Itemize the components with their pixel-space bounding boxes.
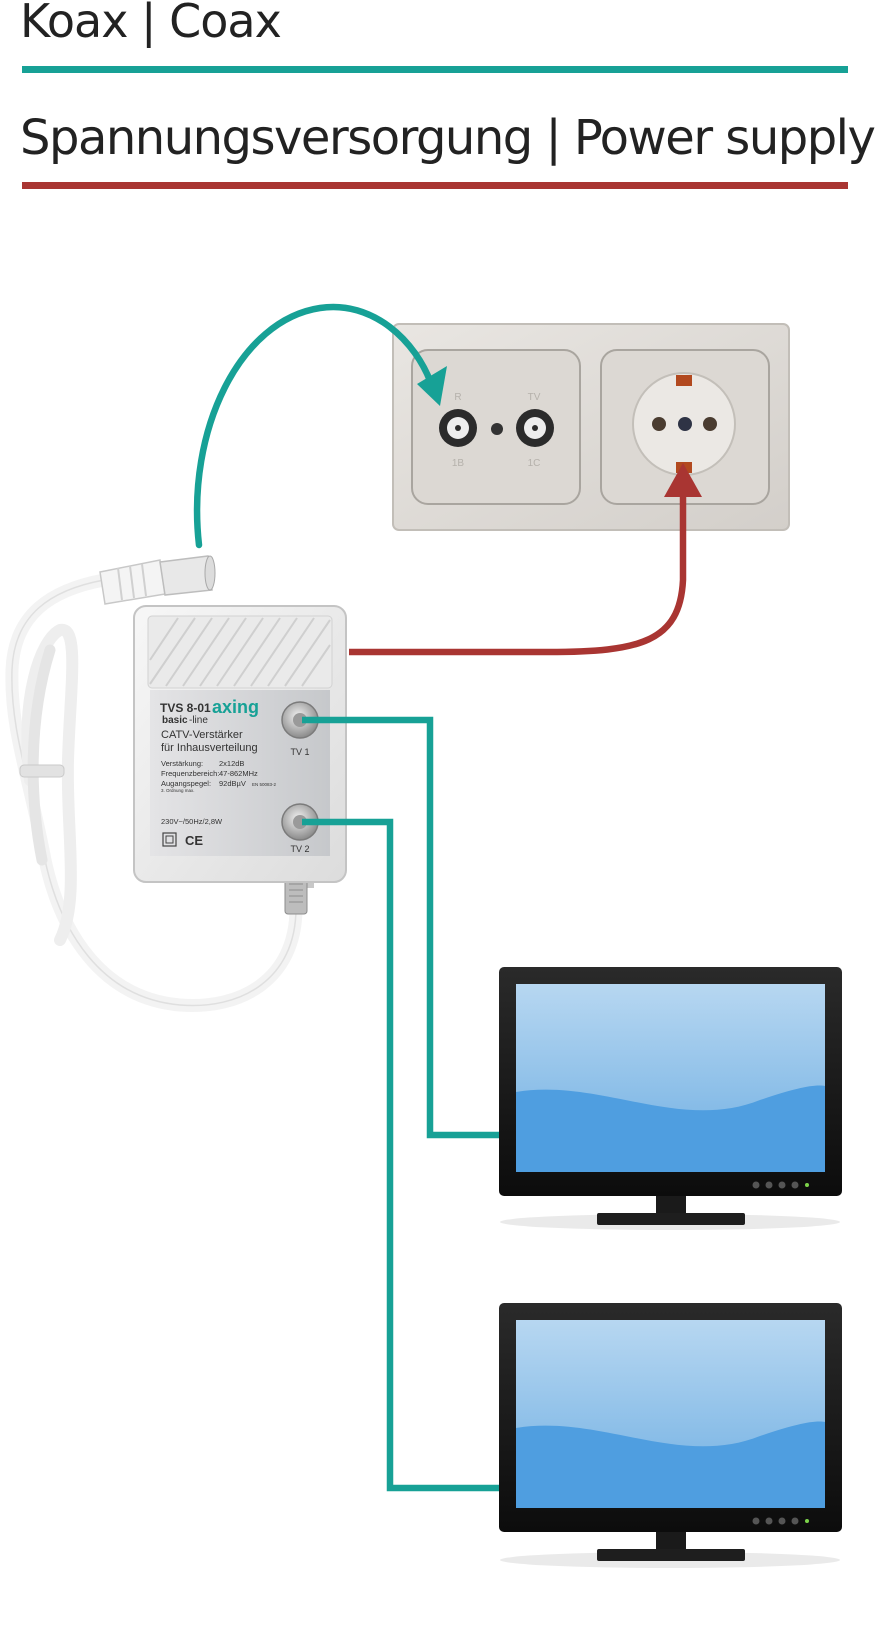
double-insulation-icon bbox=[162, 832, 177, 847]
amplifier-product-line2: für Inhausverteilung bbox=[161, 742, 258, 754]
amplifier-port-tv1-label: TV 1 bbox=[290, 747, 309, 757]
coax-connection-tv2 bbox=[302, 818, 499, 1492]
amplifier-port-tv2[interactable] bbox=[281, 803, 319, 841]
wall-tv-port[interactable] bbox=[516, 409, 554, 447]
amplifier-model: TVS 8-01 bbox=[160, 701, 211, 715]
amplifier-power-rating: 230V~/50Hz/2,8W bbox=[161, 817, 223, 826]
legend-coax-line bbox=[22, 66, 848, 73]
amplifier-spec-footnote: 3. Ordnung max. bbox=[161, 788, 195, 793]
amplifier-port-tv2-label: TV 2 bbox=[290, 844, 309, 854]
amplifier-icon: TVS 8-01 axing basic -line CATV-Verstärk… bbox=[133, 605, 347, 915]
amplifier-spec-freq-label: Frequenzbereich: bbox=[161, 769, 219, 778]
amplifier-product-line1: CATV-Verstärker bbox=[161, 729, 243, 741]
amplifier-series-rest: -line bbox=[189, 715, 208, 726]
amplifier-brand-logo: axing bbox=[212, 697, 259, 717]
power-connection-to-socket bbox=[349, 463, 702, 656]
wall-radio-port[interactable] bbox=[439, 409, 477, 447]
amplifier-series-bold: basic bbox=[162, 715, 188, 726]
power-arrowhead bbox=[664, 463, 702, 497]
amplifier-spec-level-label: Augangspegel: bbox=[161, 779, 211, 788]
wall-port-right-bottom-label: 1C bbox=[528, 458, 541, 469]
legend-power-label: Spannungsversorgung | Power supply bbox=[20, 110, 876, 166]
coax-arrowhead bbox=[417, 366, 447, 406]
coax-plug-icon[interactable] bbox=[99, 555, 216, 605]
wall-port-left-top-label: R bbox=[454, 392, 461, 403]
amplifier-input-cable bbox=[5, 573, 303, 1013]
wall-port-left-bottom-label: 1B bbox=[452, 458, 465, 469]
wall-indicator-dot bbox=[491, 423, 503, 435]
legend-coax-label: Koax | Coax bbox=[20, 0, 282, 48]
coax-connection-to-wall bbox=[193, 303, 447, 549]
coax-connection-tv1 bbox=[302, 716, 499, 1139]
coax-wall-socket[interactable]: R 1B TV 1C bbox=[411, 349, 581, 505]
power-wall-socket[interactable] bbox=[600, 349, 770, 505]
amplifier-spec-gain-value: 2x12dB bbox=[219, 759, 244, 768]
amplifier-spec-gain-label: Verstärkung: bbox=[161, 759, 203, 768]
amplifier-spec-level-std: EN 50083-2 bbox=[252, 782, 277, 787]
wall-port-right-top-label: TV bbox=[528, 392, 541, 403]
wall-outlet-icon: R 1B TV 1C bbox=[392, 323, 790, 531]
tv-monitor-icon bbox=[499, 967, 842, 1230]
amplifier-port-tv1[interactable] bbox=[281, 701, 319, 739]
amplifier-spec-freq-value: 47-862MHz bbox=[219, 769, 258, 778]
amplifier-spec-level-value: 92dBµV bbox=[219, 779, 246, 788]
tv-monitor-icon bbox=[499, 1303, 842, 1568]
legend-power-line bbox=[22, 182, 848, 189]
ce-mark: CE bbox=[185, 833, 203, 848]
